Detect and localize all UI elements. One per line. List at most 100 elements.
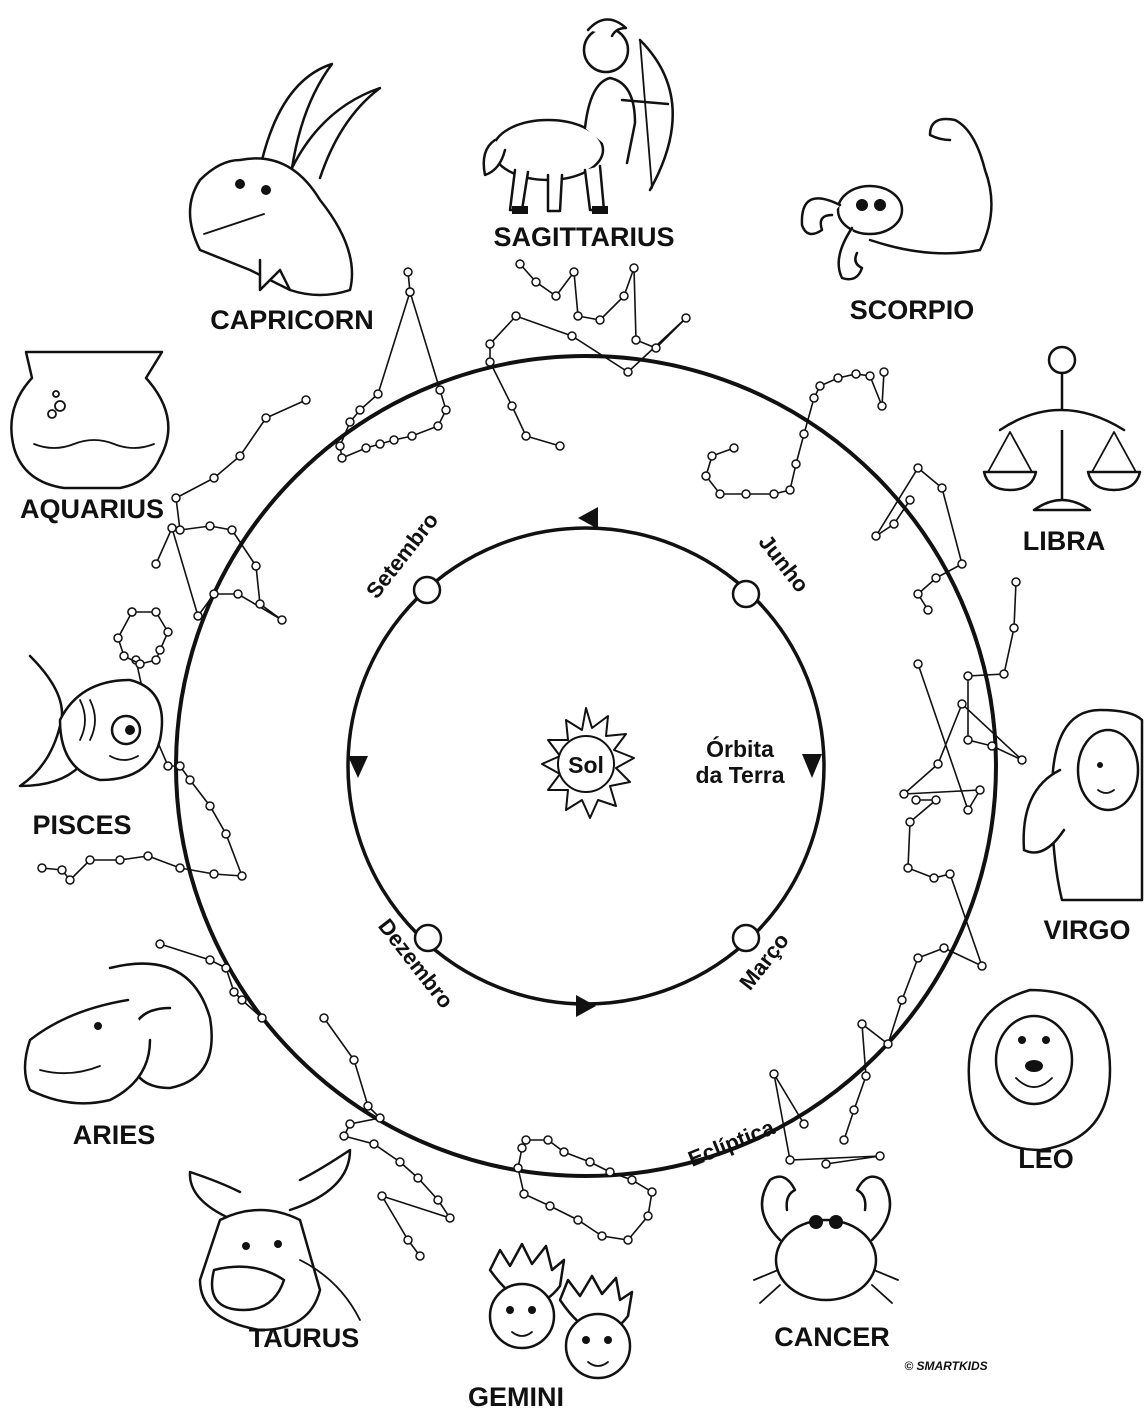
constellation-leo-star xyxy=(930,874,938,882)
constellation-virgo-star xyxy=(958,700,966,708)
constellation-pisces-star xyxy=(210,870,218,878)
constellation-scorpio-star xyxy=(800,430,808,438)
constellation-leo-star xyxy=(904,864,912,872)
pisces-illustration xyxy=(20,656,162,786)
constellation-pisces-ring-star xyxy=(152,656,160,664)
constellation-aquarius-star xyxy=(262,414,270,422)
constellation-cancer-star xyxy=(800,1120,808,1128)
constellation-taurus-star xyxy=(370,1140,378,1148)
constellation-scorpio-star xyxy=(708,452,716,460)
constellation-aquarius-star xyxy=(256,600,264,608)
constellation-leo-star xyxy=(858,1020,866,1028)
constellation-gemini-star xyxy=(586,1158,594,1166)
constellation-taurus-star xyxy=(446,1214,454,1222)
orbit-label-line2: da Terra xyxy=(695,762,784,788)
constellation-virgo-star xyxy=(976,786,984,794)
constellation-pisces-ring-star xyxy=(156,646,164,654)
constellation-aquarius-star xyxy=(194,612,202,620)
constellation-gemini-star xyxy=(546,1202,554,1210)
constellation-sagittarius-star xyxy=(632,336,640,344)
constellation-aries-star xyxy=(206,956,214,964)
constellation-gemini-star xyxy=(644,1212,652,1220)
leo-illustration xyxy=(969,990,1110,1150)
sign-pisces: PISCES xyxy=(32,810,131,840)
constellation-libra-star xyxy=(924,606,932,614)
constellation-aquarius-star xyxy=(206,522,214,530)
gemini-illustration xyxy=(490,1244,632,1378)
constellation-aquarius-star xyxy=(234,590,242,598)
constellation-gemini-star xyxy=(624,1236,632,1244)
constellation-capricorn-star xyxy=(338,454,346,462)
constellation-sagittarius-star xyxy=(486,358,494,366)
constellation-scorpio-star xyxy=(816,382,824,390)
scorpio-illustration xyxy=(802,119,992,279)
constellation-pisces-star xyxy=(176,864,184,872)
constellation-aries-star xyxy=(222,964,230,972)
sign-taurus: TAURUS xyxy=(249,1323,360,1353)
ecliptic-label: Eclíptica xyxy=(685,1114,779,1171)
constellation-gemini-star xyxy=(598,1232,606,1240)
constellation-capricorn-star xyxy=(362,444,370,452)
constellation-capricorn-star xyxy=(336,442,344,450)
constellation-aries-star xyxy=(156,940,164,948)
constellation-capricorn-star xyxy=(408,432,416,440)
constellation-virgo-star xyxy=(934,760,942,768)
constellation-sagittarius-star xyxy=(486,340,494,348)
constellation-scorpio-star xyxy=(792,460,800,468)
constellation-leo-star xyxy=(862,1072,870,1080)
constellation-leo-star xyxy=(978,962,986,970)
constellation-taurus-star xyxy=(364,1102,372,1110)
constellation-sagittarius-star xyxy=(552,292,560,300)
orbit-label-line1: Órbita xyxy=(706,735,774,762)
constellation-aries-star xyxy=(230,988,238,996)
constellation-libra-star xyxy=(906,496,914,504)
constellation-pisces-ring-star xyxy=(164,628,172,636)
capricorn-illustration xyxy=(190,64,380,295)
constellation-pisces-ring-star xyxy=(152,608,160,616)
virgo-illustration xyxy=(1024,710,1142,900)
constellation-sagittarius-star xyxy=(596,316,604,324)
constellation-virgo-star xyxy=(900,790,908,798)
cancer-illustration xyxy=(754,1177,898,1303)
constellation-aquarius-star xyxy=(228,526,236,534)
constellation-aquarius-star xyxy=(152,560,160,568)
constellation-virgo-star xyxy=(1000,670,1008,678)
constellation-taurus-star xyxy=(396,1158,404,1166)
constellation-sagittarius-star xyxy=(624,368,632,376)
constellation-scorpio-star xyxy=(852,370,860,378)
constellation-cancer-lines xyxy=(774,1074,880,1164)
constellation-pisces-star xyxy=(238,872,246,880)
constellation-scorpio-star xyxy=(702,472,710,480)
constellation-gemini-star xyxy=(648,1188,656,1196)
constellation-virgo-star xyxy=(964,736,972,744)
constellation-libra-star xyxy=(958,560,966,568)
constellation-sagittarius-star xyxy=(512,312,520,320)
sign-cancer: CANCER xyxy=(774,1322,890,1352)
constellation-leo-lines xyxy=(844,800,982,1140)
constellation-aquarius-star xyxy=(172,494,180,502)
constellation-gemini-star xyxy=(544,1136,552,1144)
sun-label: Sol xyxy=(568,752,604,778)
constellation-libra-star xyxy=(914,590,922,598)
constellation-gemini-star xyxy=(518,1144,526,1152)
sign-sagittarius: SAGITTARIUS xyxy=(494,222,675,252)
constellation-aquarius-star xyxy=(176,526,184,534)
constellation-taurus-star xyxy=(414,1174,422,1182)
constellation-gemini-star xyxy=(560,1148,568,1156)
constellation-taurus-star xyxy=(404,1236,412,1244)
constellation-scorpio-star xyxy=(880,368,888,376)
constellation-virgo-star xyxy=(964,672,972,680)
constellation-gemini-star xyxy=(514,1164,522,1172)
constellation-capricorn-lines xyxy=(340,272,446,458)
constellation-sagittarius-star xyxy=(522,432,530,440)
constellation-sagittarius-star xyxy=(556,442,564,450)
constellation-sagittarius-star xyxy=(568,332,576,340)
constellation-aquarius-star xyxy=(210,474,218,482)
constellation-leo-star xyxy=(946,870,954,878)
earth-junho xyxy=(733,581,759,607)
constellation-capricorn-star xyxy=(436,386,444,394)
constellation-pisces-ring-star xyxy=(136,660,144,668)
constellation-leo-star xyxy=(932,796,940,804)
constellation-capricorn-star xyxy=(376,440,384,448)
